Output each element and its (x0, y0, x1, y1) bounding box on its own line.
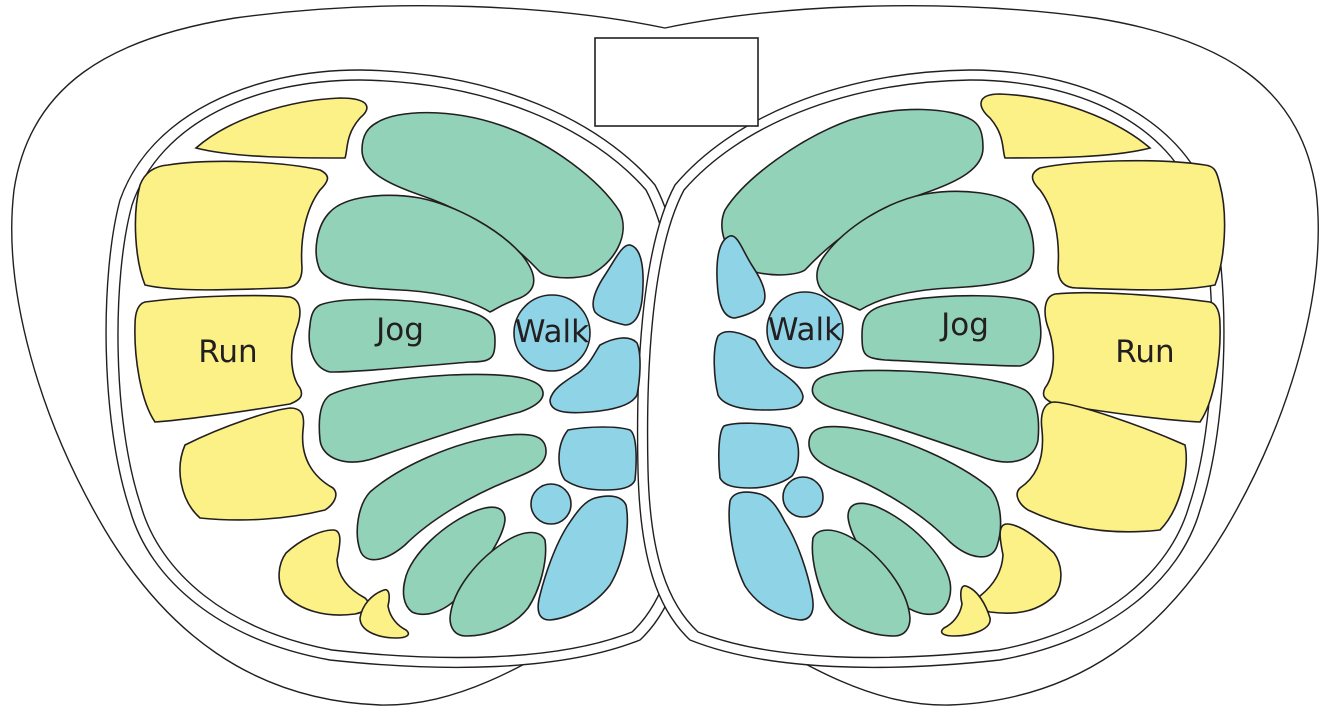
right-walk-label: Walk (768, 312, 842, 348)
left-walk-segment-3 (559, 427, 636, 490)
right-jog-label: Jog (939, 307, 989, 343)
right-run-label: Run (1115, 334, 1174, 370)
left-jog-label: Jog (374, 312, 424, 348)
right-walk-small-circle (783, 477, 823, 517)
left-run-segment-1 (135, 161, 327, 289)
right-run-segment-1 (1033, 161, 1225, 290)
display-window (595, 38, 758, 126)
left-walk-small-circle (531, 484, 571, 524)
right-walk-segment-3 (719, 423, 799, 488)
left-walk-label: Walk (515, 314, 589, 350)
left-run-label: Run (198, 334, 257, 370)
